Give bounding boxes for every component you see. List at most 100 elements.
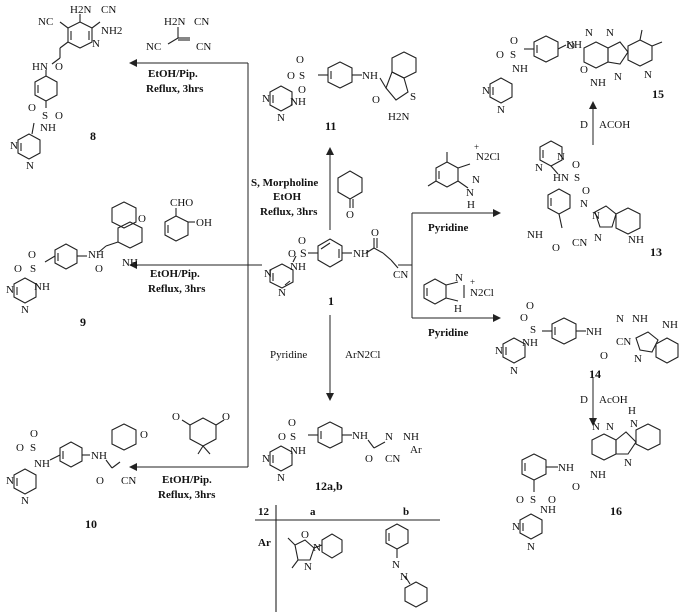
c14-O3: O bbox=[600, 350, 608, 362]
c12-NH1: NH bbox=[290, 445, 306, 457]
c11-H2N: H2N bbox=[388, 111, 409, 123]
c12-NH2: NH bbox=[352, 430, 368, 442]
c16-number: 16 bbox=[610, 504, 622, 518]
r11-O: O bbox=[346, 209, 354, 221]
cond-to12-line1: Pyridine bbox=[270, 349, 307, 361]
r8-CN1: CN bbox=[194, 16, 209, 28]
c13-O2: O bbox=[582, 185, 590, 197]
c1-atom-N1: N bbox=[264, 268, 272, 280]
r14-N2Cl: N2Cl bbox=[470, 287, 494, 299]
c14-N1: N bbox=[495, 345, 503, 357]
c13-S: S bbox=[574, 172, 580, 184]
compound-14: O S O NH N N NH O N NH CN N NH 14 bbox=[495, 300, 679, 381]
c12-number: 12a,b bbox=[315, 479, 343, 493]
c1-number: 1 bbox=[328, 294, 334, 308]
c11-O2: O bbox=[287, 70, 295, 82]
c8-HN: HN bbox=[32, 61, 48, 73]
c10-CN: CN bbox=[121, 475, 136, 487]
c8-NC: NC bbox=[38, 16, 53, 28]
c9-O2: O bbox=[14, 263, 22, 275]
c1-atom-O3: O bbox=[371, 227, 379, 239]
c1-atom-NH2: NH bbox=[353, 248, 369, 260]
c15-NH1: NH bbox=[512, 63, 528, 75]
c9-O-ring: O bbox=[138, 213, 146, 225]
c13-HN: HN bbox=[553, 172, 569, 184]
c9-NH2: NH bbox=[88, 249, 104, 261]
r13-N1: N bbox=[472, 174, 480, 186]
compound-12: S O O NH N N NH O N NH CN Ar 12a,b bbox=[262, 417, 422, 493]
c14-N4: N bbox=[634, 353, 642, 365]
cond-to15-line2: ACOH bbox=[599, 119, 630, 131]
c16-NH-imine: NH bbox=[590, 469, 606, 481]
c10-NH2: NH bbox=[91, 450, 107, 462]
c16-O: O bbox=[572, 481, 580, 493]
c14-O1: O bbox=[526, 300, 534, 312]
c14-O2: O bbox=[520, 312, 528, 324]
r8-NC: NC bbox=[146, 41, 161, 53]
c12-N3: N bbox=[385, 431, 393, 443]
c8-N1: N bbox=[10, 140, 18, 152]
r13-N2Cl: N2Cl bbox=[476, 151, 500, 163]
c16-N6: N bbox=[527, 541, 535, 553]
c14-N2: N bbox=[510, 365, 518, 377]
c16-N3: N bbox=[630, 418, 638, 430]
c8-N2: N bbox=[26, 160, 34, 172]
reagent-r12: ArN2Cl bbox=[345, 349, 380, 361]
cond-to8-line1: EtOH/Pip. bbox=[148, 68, 198, 80]
c15-number: 15 bbox=[652, 87, 664, 101]
c12-O1: O bbox=[288, 417, 296, 429]
c15-N3: N bbox=[585, 27, 593, 39]
c9-N2: N bbox=[21, 304, 29, 316]
r14-H: H bbox=[454, 303, 462, 315]
r8-CN2: CN bbox=[196, 41, 211, 53]
c10-O2: O bbox=[16, 442, 24, 454]
c15-N1: N bbox=[482, 85, 490, 97]
r8-H2N: H2N bbox=[164, 16, 185, 28]
c16-S: S bbox=[530, 494, 536, 506]
c14-N3: N bbox=[616, 313, 624, 325]
c15-NH2: NH bbox=[590, 77, 606, 89]
ar-a-N2: N bbox=[304, 561, 312, 573]
c15-N4: N bbox=[606, 27, 614, 39]
cond-to8-line2: Reflux, 3hrs bbox=[146, 83, 204, 95]
c16-O1: O bbox=[548, 494, 556, 506]
c1-atom-N2: N bbox=[278, 287, 286, 299]
cond-to13-line1: Pyridine bbox=[428, 222, 468, 234]
cond-to16-line1: D bbox=[580, 394, 588, 406]
c1-atom-O2: O bbox=[288, 248, 296, 260]
c11-S-ring: S bbox=[410, 91, 416, 103]
c10-N1: N bbox=[6, 475, 14, 487]
c12-N2: N bbox=[277, 472, 285, 484]
c11-S: S bbox=[299, 70, 305, 82]
c14-NH3: NH bbox=[632, 313, 648, 325]
r13-H: H bbox=[467, 199, 475, 211]
c10-O1: O bbox=[30, 428, 38, 440]
c13-CN: CN bbox=[572, 237, 587, 249]
r14-plus: + bbox=[470, 277, 475, 287]
reagent-r8: H2N CN NC CN bbox=[146, 16, 211, 53]
c15-N6: N bbox=[644, 69, 652, 81]
c13-NH1: NH bbox=[527, 229, 543, 241]
r14-N: N bbox=[455, 272, 463, 284]
c9-S: S bbox=[30, 263, 36, 275]
cond-to9-line2: Reflux, 3hrs bbox=[148, 283, 206, 295]
c10-O-ring: O bbox=[140, 429, 148, 441]
c8-NH2: NH2 bbox=[101, 25, 122, 37]
c11-NH2: NH bbox=[362, 70, 378, 82]
ar-table-header: 12 bbox=[258, 506, 270, 518]
c9-O3: O bbox=[95, 263, 103, 275]
c11-NH1: NH bbox=[290, 96, 306, 108]
c11-N2: N bbox=[277, 112, 285, 124]
c12-N1: N bbox=[262, 453, 270, 465]
c16-NH-amide: NH bbox=[558, 462, 574, 474]
ar-a-O: O bbox=[301, 529, 309, 541]
compound-13: N N HN S O O NH N N N O CN NH 13 bbox=[527, 140, 662, 259]
c13-O3: O bbox=[552, 242, 560, 254]
c15-O3: O bbox=[580, 64, 588, 76]
c12-CN: CN bbox=[385, 453, 400, 465]
ar-table-col-b: b bbox=[403, 506, 409, 518]
c9-NH1: NH bbox=[34, 281, 50, 293]
c8-NH: NH bbox=[40, 122, 56, 134]
c12-O2: O bbox=[278, 431, 286, 443]
reagent-r11: O bbox=[337, 170, 363, 221]
